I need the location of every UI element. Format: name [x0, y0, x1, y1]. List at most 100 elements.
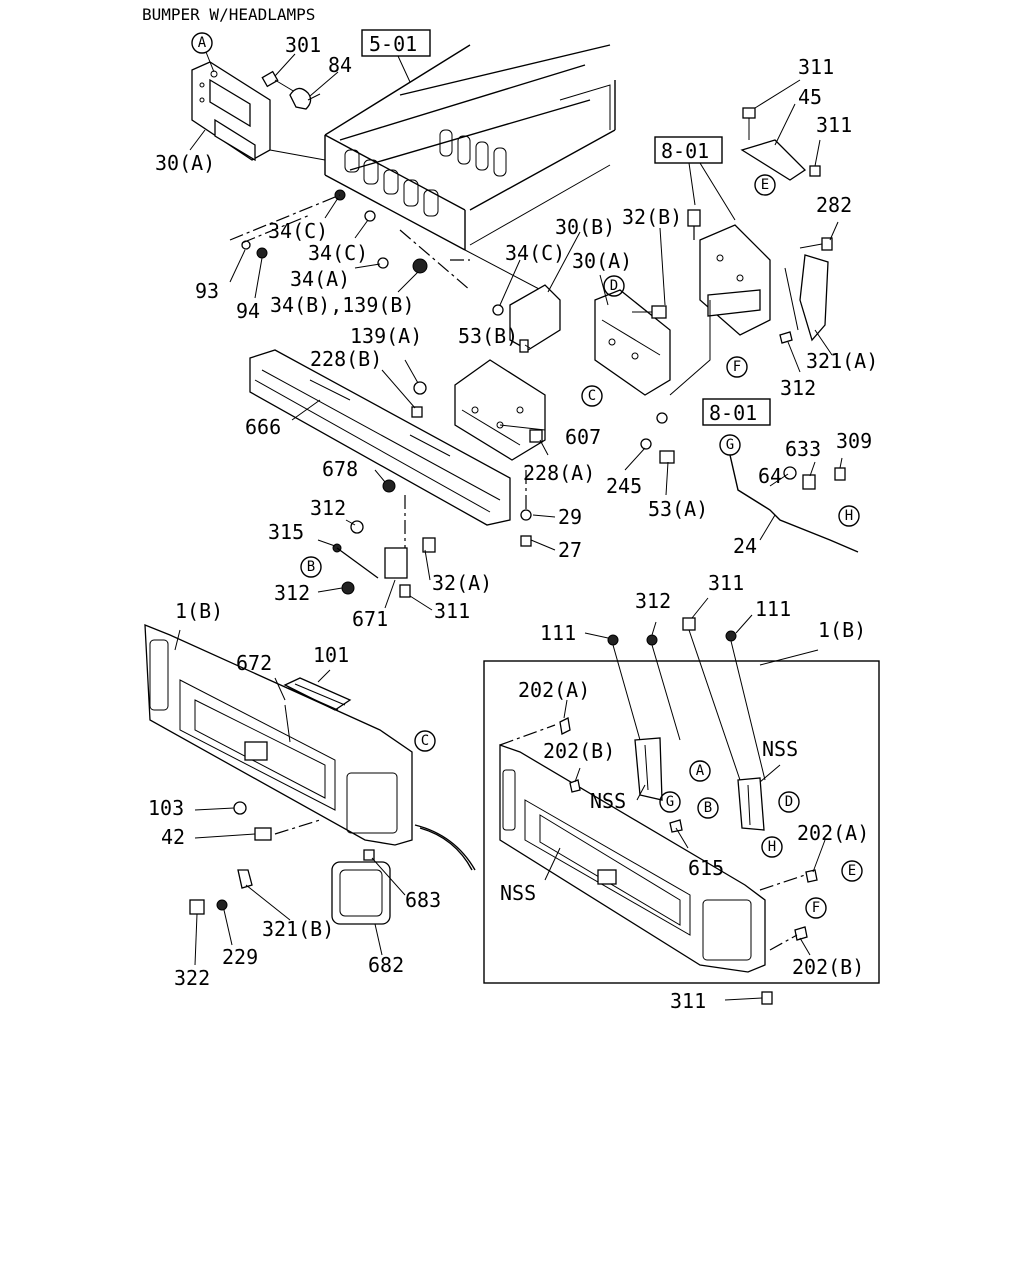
ref-5-01: 5-01 [369, 32, 417, 56]
label-84: 84 [328, 53, 352, 77]
label-101: 101 [313, 643, 349, 667]
label-607: 607 [565, 425, 601, 449]
bracket-right-detail-b [737, 777, 765, 831]
label-53B: 53(B) [458, 324, 518, 348]
circled-letters: A E D C F G H B C A G B D H E F [191, 32, 863, 919]
nut-111b [725, 630, 737, 642]
label-111a: 111 [540, 621, 576, 645]
part-labels: 301 84 30(A) 34(C) 34(C) 34(A) 34(B),139… [148, 33, 878, 1013]
label-30A-mid: 30(A) [572, 249, 632, 273]
bolt-42 [254, 827, 272, 841]
nut-678 [382, 479, 396, 493]
clip-84 [289, 87, 312, 110]
bumper-bar-666 [249, 349, 511, 526]
label-NSS-2: NSS [762, 737, 798, 761]
label-30B: 30(B) [555, 215, 615, 239]
ref-box-8-01-b [702, 398, 771, 426]
label-32B: 32(B) [622, 205, 682, 229]
ref-box-5-01 [361, 29, 431, 57]
label-311-top: 311 [798, 55, 834, 79]
label-282: 282 [816, 193, 852, 217]
letter-G-inset: G [666, 794, 674, 810]
front-bumper-left [144, 624, 476, 871]
clip-615 [669, 819, 683, 833]
label-311-bottom: 311 [670, 989, 706, 1013]
bolt-311-bottom [761, 991, 773, 1005]
clip-312-right [779, 331, 793, 344]
label-633: 633 [785, 437, 821, 461]
label-34B-139B: 34(B),139(B) [270, 293, 415, 317]
label-34C-1: 34(C) [268, 219, 328, 243]
ref-8-01-a: 8-01 [661, 139, 709, 163]
label-202B-1: 202(B) [543, 739, 615, 763]
label-229: 229 [222, 945, 258, 969]
letter-F-inset: F [812, 900, 820, 916]
label-34A: 34(A) [290, 267, 350, 291]
bracket-30B [492, 284, 561, 351]
nut-8-01 [656, 412, 668, 424]
washer-245 [640, 438, 652, 450]
leader-lines [174, 51, 843, 1001]
label-45: 45 [798, 85, 822, 109]
bracket-671 [332, 520, 436, 598]
bracket-45 [740, 139, 807, 181]
label-228A: 228(A) [523, 461, 595, 485]
label-NSS-1: NSS [590, 789, 626, 813]
label-678: 678 [322, 457, 358, 481]
nut-139A [413, 381, 427, 395]
bracket-centre [454, 359, 546, 461]
nut-103 [233, 801, 247, 815]
label-309: 309 [836, 429, 872, 453]
label-682: 682 [368, 953, 404, 977]
letter-C-mid: C [588, 388, 596, 404]
bracket-30A-left [191, 61, 271, 162]
ref-8-01-b: 8-01 [709, 401, 757, 425]
letter-H-harness: H [845, 508, 853, 524]
washer-229 [216, 899, 228, 911]
label-202B-2: 202(B) [792, 955, 864, 979]
label-245: 245 [606, 474, 642, 498]
label-34C-2: 34(C) [308, 241, 368, 265]
bolt-301 [261, 70, 296, 93]
label-1B-right: 1(B) [818, 618, 866, 642]
chassis-frame [324, 44, 616, 301]
label-301: 301 [285, 33, 321, 57]
label-315: 315 [268, 520, 304, 544]
bolt-228B [411, 406, 423, 418]
label-202A-1: 202(A) [518, 678, 590, 702]
letter-G-harness: G [726, 437, 734, 453]
letter-E-inset: E [848, 863, 856, 879]
bolt-228A [529, 429, 543, 443]
clip-202B-2 [794, 926, 808, 941]
clip-672 [284, 704, 291, 743]
washer-29 [520, 509, 532, 521]
label-32A: 32(A) [432, 571, 492, 595]
letter-C-bumper: C [421, 733, 429, 749]
bolt-53A [659, 450, 675, 464]
label-202A-2: 202(A) [797, 821, 869, 845]
label-312a: 312 [310, 496, 346, 520]
label-111b: 111 [755, 597, 791, 621]
label-93: 93 [195, 279, 219, 303]
label-64: 64 [758, 464, 782, 488]
bracket-right-detail-a [634, 737, 663, 801]
nut-111a [607, 634, 619, 646]
bolt-322 [189, 899, 205, 915]
letter-D-inset: D [785, 794, 793, 810]
bolt-311-right [809, 165, 821, 177]
label-24: 24 [733, 534, 757, 558]
label-NSS-3: NSS [500, 881, 536, 905]
label-311a: 311 [434, 599, 470, 623]
bracket-30A-mid [594, 289, 671, 396]
letter-E-top: E [761, 177, 769, 193]
label-103: 103 [148, 796, 184, 820]
label-1B-left: 1(B) [175, 599, 223, 623]
letter-A-inset: A [696, 763, 705, 779]
bolt-32B [632, 305, 667, 319]
detail-inset-box [483, 660, 880, 984]
ref-box-8-01-a [654, 136, 723, 164]
label-312d: 312 [635, 589, 671, 613]
label-34C-3: 34(C) [505, 241, 565, 265]
label-683: 683 [405, 888, 441, 912]
label-30A-top: 30(A) [155, 151, 215, 175]
